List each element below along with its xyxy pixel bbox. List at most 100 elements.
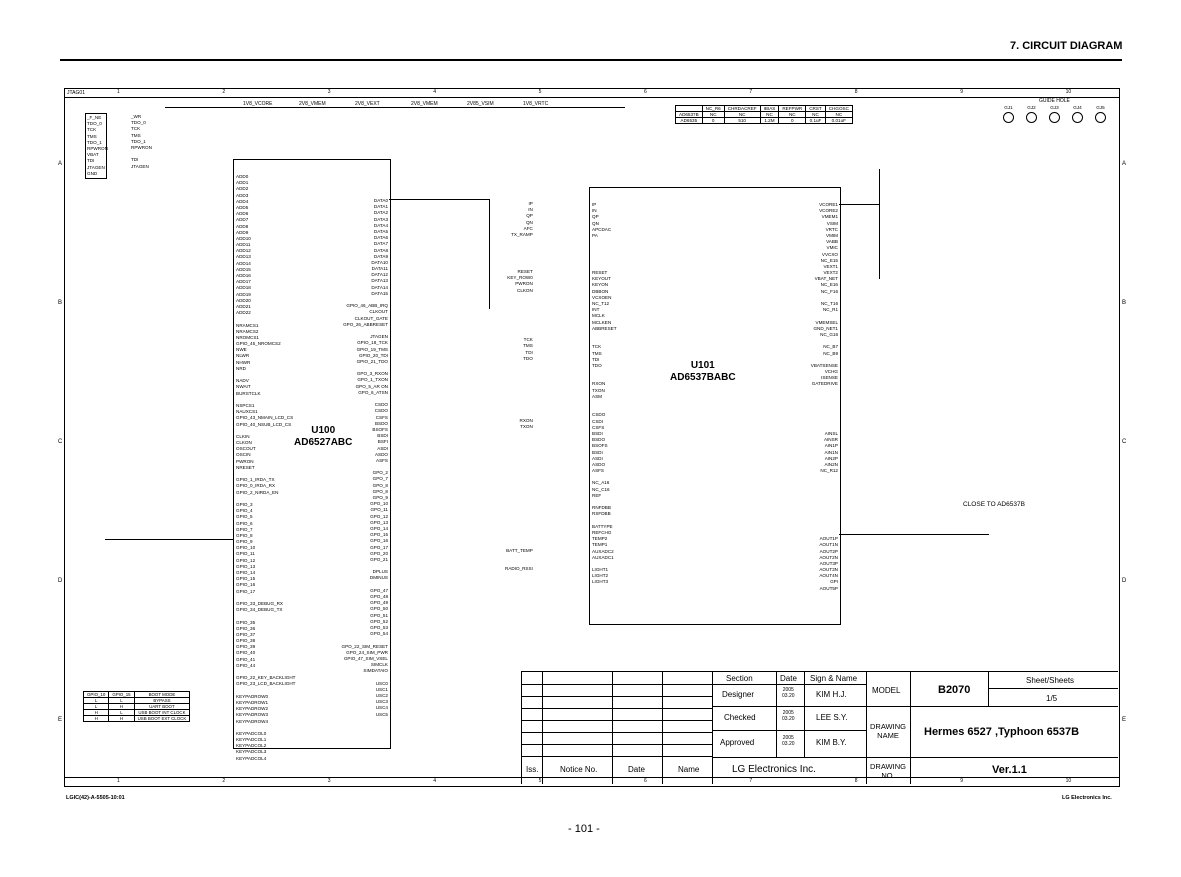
u101-left-pin: RSFDBB — [592, 511, 611, 517]
u100-right-pin: USC3 — [375, 699, 388, 705]
u101-net-label: TMS — [523, 343, 533, 349]
drawing-no-label: DRAWING NO. — [870, 762, 906, 780]
u100-left-pin: ADD19 — [236, 291, 251, 297]
u100-left-pin: ADD1 — [236, 180, 249, 186]
u100-left-pin: NWAIT — [236, 384, 251, 390]
jtag-net: TMS — [131, 132, 141, 138]
u100-left-pin: ADD4 — [236, 198, 249, 204]
u101-right-pin: AINSR — [823, 437, 838, 443]
u101-left-pin: BATTYPE — [592, 523, 613, 529]
u100-left-pin: CLKON — [236, 440, 252, 446]
u100-left-pin: CLKIN — [236, 433, 250, 439]
table-header-cell: GPIO_15 — [108, 691, 135, 698]
jtag-pin: TMS — [87, 133, 97, 139]
guide-hole-circle-icon — [1049, 112, 1060, 123]
u100-left-pin: GPIO_7 — [236, 526, 253, 532]
u100-right-pin: GPO_47 — [370, 587, 388, 593]
u101-left-pin: RNFDBB — [592, 505, 611, 511]
table-cell: USB BOOT EXT CLOCK — [133, 715, 191, 722]
u101-left-pin: BSOFS — [592, 443, 608, 449]
u100-left-pin: ADD3 — [236, 192, 249, 198]
u101-right-pin: NC_F16 — [820, 288, 838, 294]
u100-left-pin: GPIO_36 — [236, 625, 256, 631]
u101-net-label: RESET — [517, 269, 533, 275]
u100-left-pin: ADD6 — [236, 211, 249, 217]
u100-left-pin: GPIO_4 — [236, 508, 253, 514]
u100-right-pin: GPO_3_RXON — [356, 371, 388, 377]
u101-left-pin: PA — [592, 232, 598, 238]
u101-right-pin: AOUT3N — [819, 567, 838, 573]
u100-left-pin: GPIO_8 — [236, 532, 253, 538]
zone-row-label: B — [58, 300, 63, 306]
u101-ref: U101 — [690, 360, 715, 371]
u100-left-pin: GPIO_41 — [236, 656, 256, 662]
zone-row-label: E — [58, 717, 63, 723]
guide-hole: GJ2 — [1026, 105, 1037, 123]
jtag-pin: GND — [87, 170, 98, 176]
u100-left-pin: GPIO_45_NROMCS2 — [236, 341, 281, 347]
u101-left-pin: TDO — [592, 362, 602, 368]
u101-left-pin: NC_T12 — [592, 301, 610, 306]
u101-right-pin: AIN1P — [824, 443, 838, 449]
u100-left-pin: GPIO_0_IRDA_RX — [236, 483, 276, 489]
zone-col-label: 1 — [117, 89, 120, 95]
u100-right-pin: BSDI — [377, 433, 388, 439]
u100-left-pin: OSCOUT — [236, 446, 256, 452]
u100-left-pin: KEYPADROW2 — [236, 706, 269, 712]
u101-right-pin: VMEMSEL — [815, 319, 838, 325]
u101-right-pin: AIN2N — [824, 461, 838, 467]
u101-left-pin: AUXADC2 — [592, 548, 614, 554]
u101-left-pin: INT — [592, 307, 600, 313]
u101-net-label: IN — [528, 207, 533, 213]
u100-right-pin: GPO_48 — [370, 594, 388, 599]
drawing-name-label: DRAWING NAME — [870, 722, 906, 740]
power-rail-label: 2V8_VMEM — [299, 101, 326, 107]
u100-left-pin: KEYPADCOL2 — [236, 743, 267, 749]
u100-left-pin: NRD — [236, 365, 246, 371]
u101-right-pin: AOUT1P — [819, 536, 838, 542]
u101-net-label: TX_RAMP — [511, 231, 533, 237]
zone-col-label: 9 — [960, 89, 963, 95]
jtag-pin: JTAGEN — [87, 164, 105, 170]
u100-left-pin: KEYPADROW1 — [236, 699, 269, 705]
u101-right-pin: NC_R1 — [822, 307, 838, 313]
footer-right: LG Electronics Inc. — [1062, 795, 1112, 801]
u100-right-pin: GPO_15 — [370, 532, 388, 538]
zone-row-label: C — [58, 439, 63, 445]
u101-right-pin: GPI — [830, 579, 838, 585]
u100-right-pin: GPO_6_ATSN — [358, 389, 388, 395]
u100-right-pin: DATA12 — [371, 272, 388, 278]
zone-col-label: 10 — [1065, 89, 1072, 95]
u101-left-pin: NC_A16 — [592, 480, 610, 486]
u101-left-pin: QN — [592, 220, 599, 226]
zone-row-label: A — [58, 161, 63, 167]
table-cell: AD6537B — [675, 111, 703, 118]
u101-left-pin: TEMP2 — [592, 536, 608, 542]
u100-right-pin: GPIO_19_TMS — [356, 346, 388, 352]
u101-left-pin: CSDI — [592, 418, 603, 424]
u100-left-pin: GPIO_11 — [236, 551, 255, 557]
u101-left-pin: BSDI — [592, 449, 603, 455]
u100-right-pin: GPO_12 — [370, 513, 388, 519]
u100-left-pin: GPIO_16 — [236, 582, 256, 588]
u100-right-pin: GPO_8 — [372, 488, 388, 494]
zone-col-label: 7 — [749, 89, 753, 95]
u101-left-pin: CSDO — [592, 412, 606, 418]
u101-right-pin: AIN2P — [824, 455, 838, 461]
u101-left-pin: APCDAC — [592, 226, 612, 232]
u100-left-pin: GPIO_40 — [236, 650, 256, 656]
u101-right-pin: AOUT4N — [819, 573, 838, 579]
u100-right-pin: USC4 — [375, 705, 388, 711]
u101-right-pin: VCORE2 — [819, 208, 838, 214]
u100-right-pin: DATA14 — [371, 284, 388, 290]
u100-right-pin: GPO_2 — [372, 470, 388, 476]
u101-left-pin: LIGHT1 — [592, 567, 609, 573]
u100-right-pin: DATA8 — [373, 247, 388, 253]
u100-right-pin: GPO_5_AR ON — [355, 383, 388, 389]
jtag-title: JTAG01 — [67, 90, 85, 96]
